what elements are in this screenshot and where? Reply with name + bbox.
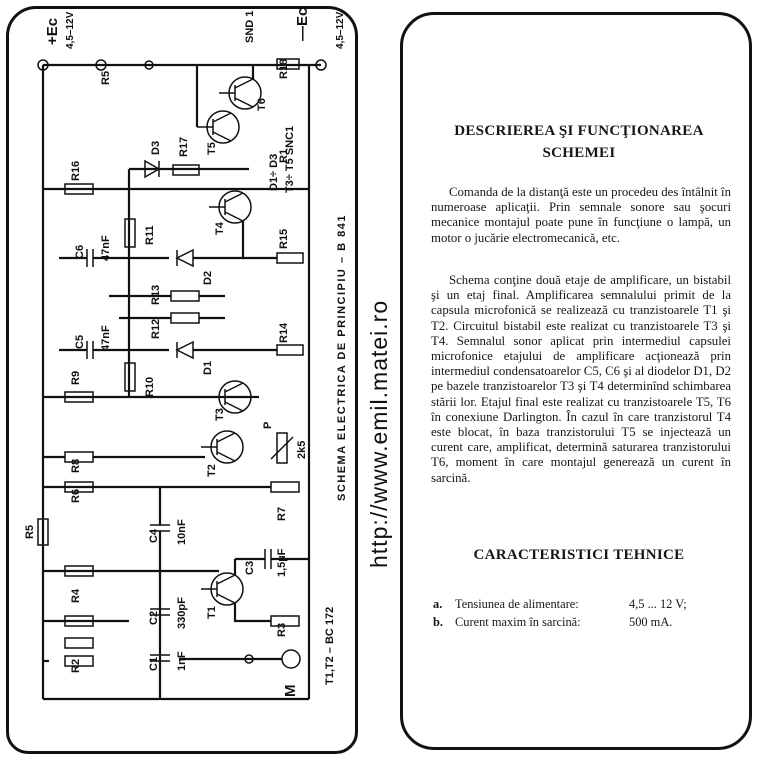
label-snd1: SND 1 [244,11,256,43]
label-notes-transistors: T3÷ T5 SNC1 [284,126,296,193]
description-title-line2: SCHEMEI [542,145,616,161]
label-r14: R14 [278,322,290,343]
diode-d1-icon [175,340,194,360]
spec-name: Curent maxim în sarcină: [455,615,581,629]
label-t1-t2-type: T1,T2 – BC 172 [324,607,336,685]
label-c6: C6 [74,245,86,259]
label-p: P [262,422,274,429]
label-c3: C3 [244,561,256,575]
label-r16: R16 [70,161,82,181]
circuit-diagram: +Ec 4,5–12V —Ec 4,5–12V SND 1 R18 R5 T6 … [24,9,348,701]
label-c3-value: 1,5µF [276,548,288,577]
label-c2: C2 [148,611,160,625]
spec-letter: b. [433,615,443,629]
label-c5-value: 47nF [100,325,112,351]
label-d2: D2 [202,271,214,285]
schematic-card: +Ec 4,5–12V —Ec 4,5–12V SND 1 R18 R5 T6 … [6,6,358,754]
description-card: DESCRIEREA ŞI FUNCŢIONAREA SCHEMEI Coman… [400,12,752,750]
label-c4-value: 10nF [176,519,188,545]
label-r5-lower: R5 [24,525,36,539]
description-title-line1: DESCRIEREA ŞI FUNCŢIONAREA [454,123,704,139]
specs-title: CARACTERISTICI TEHNICE [473,547,685,563]
label-r9: R9 [70,371,82,385]
supply-minus-label: —Ec [294,9,311,41]
description-paragraph-1: Comanda de la distanţă este un procedeu … [431,185,731,245]
label-r10: R10 [144,377,156,397]
label-r13: R13 [150,285,162,305]
label-p-value: 2k5 [296,441,308,459]
description-paragraph-2: Schema conţine două etaje de amplificare… [431,273,731,485]
label-r6: R6 [70,489,82,503]
supply-voltage-left: 4,5–12V [65,11,76,49]
spec-row: a. Tensiunea de alimentare: 4,5 ... 12 V… [433,597,743,613]
minus-terminal-icon [315,59,327,71]
label-t5: T5 [206,142,218,155]
label-r17: R17 [178,137,190,157]
schematic-title: SCHEMA ELECTRICA DE PRINCIPIU – B 841 [336,214,348,501]
label-r8: R8 [70,459,82,473]
label-r12: R12 [150,319,162,339]
spec-row: b. Curent maxim în sarcină: 500 mA. [433,615,743,631]
label-c6-value: 47nF [100,235,112,261]
label-r15: R15 [278,229,290,249]
spec-letter: a. [433,597,443,611]
label-d1: D1 [202,361,214,375]
lamp-icon [95,59,107,71]
label-r7: R7 [276,507,288,521]
label-r1-note: R1 [278,149,290,163]
supply-voltage-right: 4,5–12V [335,11,346,49]
label-d3: D3 [150,141,162,155]
spec-name: Tensiunea de alimentare: [455,597,579,611]
label-c4: C4 [148,528,160,543]
label-r11: R11 [144,225,156,245]
watermark-url: http://www.emil.matei.ro [366,299,392,568]
label-c1-value: 1nF [176,651,188,671]
spec-value: 500 mA. [629,615,673,629]
label-t1: T1 [206,606,218,619]
label-t4: T4 [214,221,226,235]
microphone-icon [281,649,301,669]
plus-terminal-icon [37,59,49,71]
label-r5: R5 [100,71,112,85]
label-t3: T3 [214,408,226,421]
label-notes-diodes: D1÷ D3 [268,154,280,191]
label-r2: R2 [70,659,82,673]
label-c1: C1 [148,657,160,671]
label-r18: R18 [278,59,290,79]
label-t2: T2 [206,464,218,477]
spec-value: 4,5 ... 12 V; [629,597,687,611]
label-r3: R3 [276,623,288,637]
label-c5: C5 [74,335,86,349]
label-r4: R4 [70,588,82,603]
supply-plus-label: +Ec [44,18,61,45]
potentiometer-icon [276,432,288,464]
label-c2-value: 330pF [176,597,188,629]
diode-d2-icon [175,248,194,268]
label-t6: T6 [256,98,268,111]
label-mic: M [282,685,299,698]
